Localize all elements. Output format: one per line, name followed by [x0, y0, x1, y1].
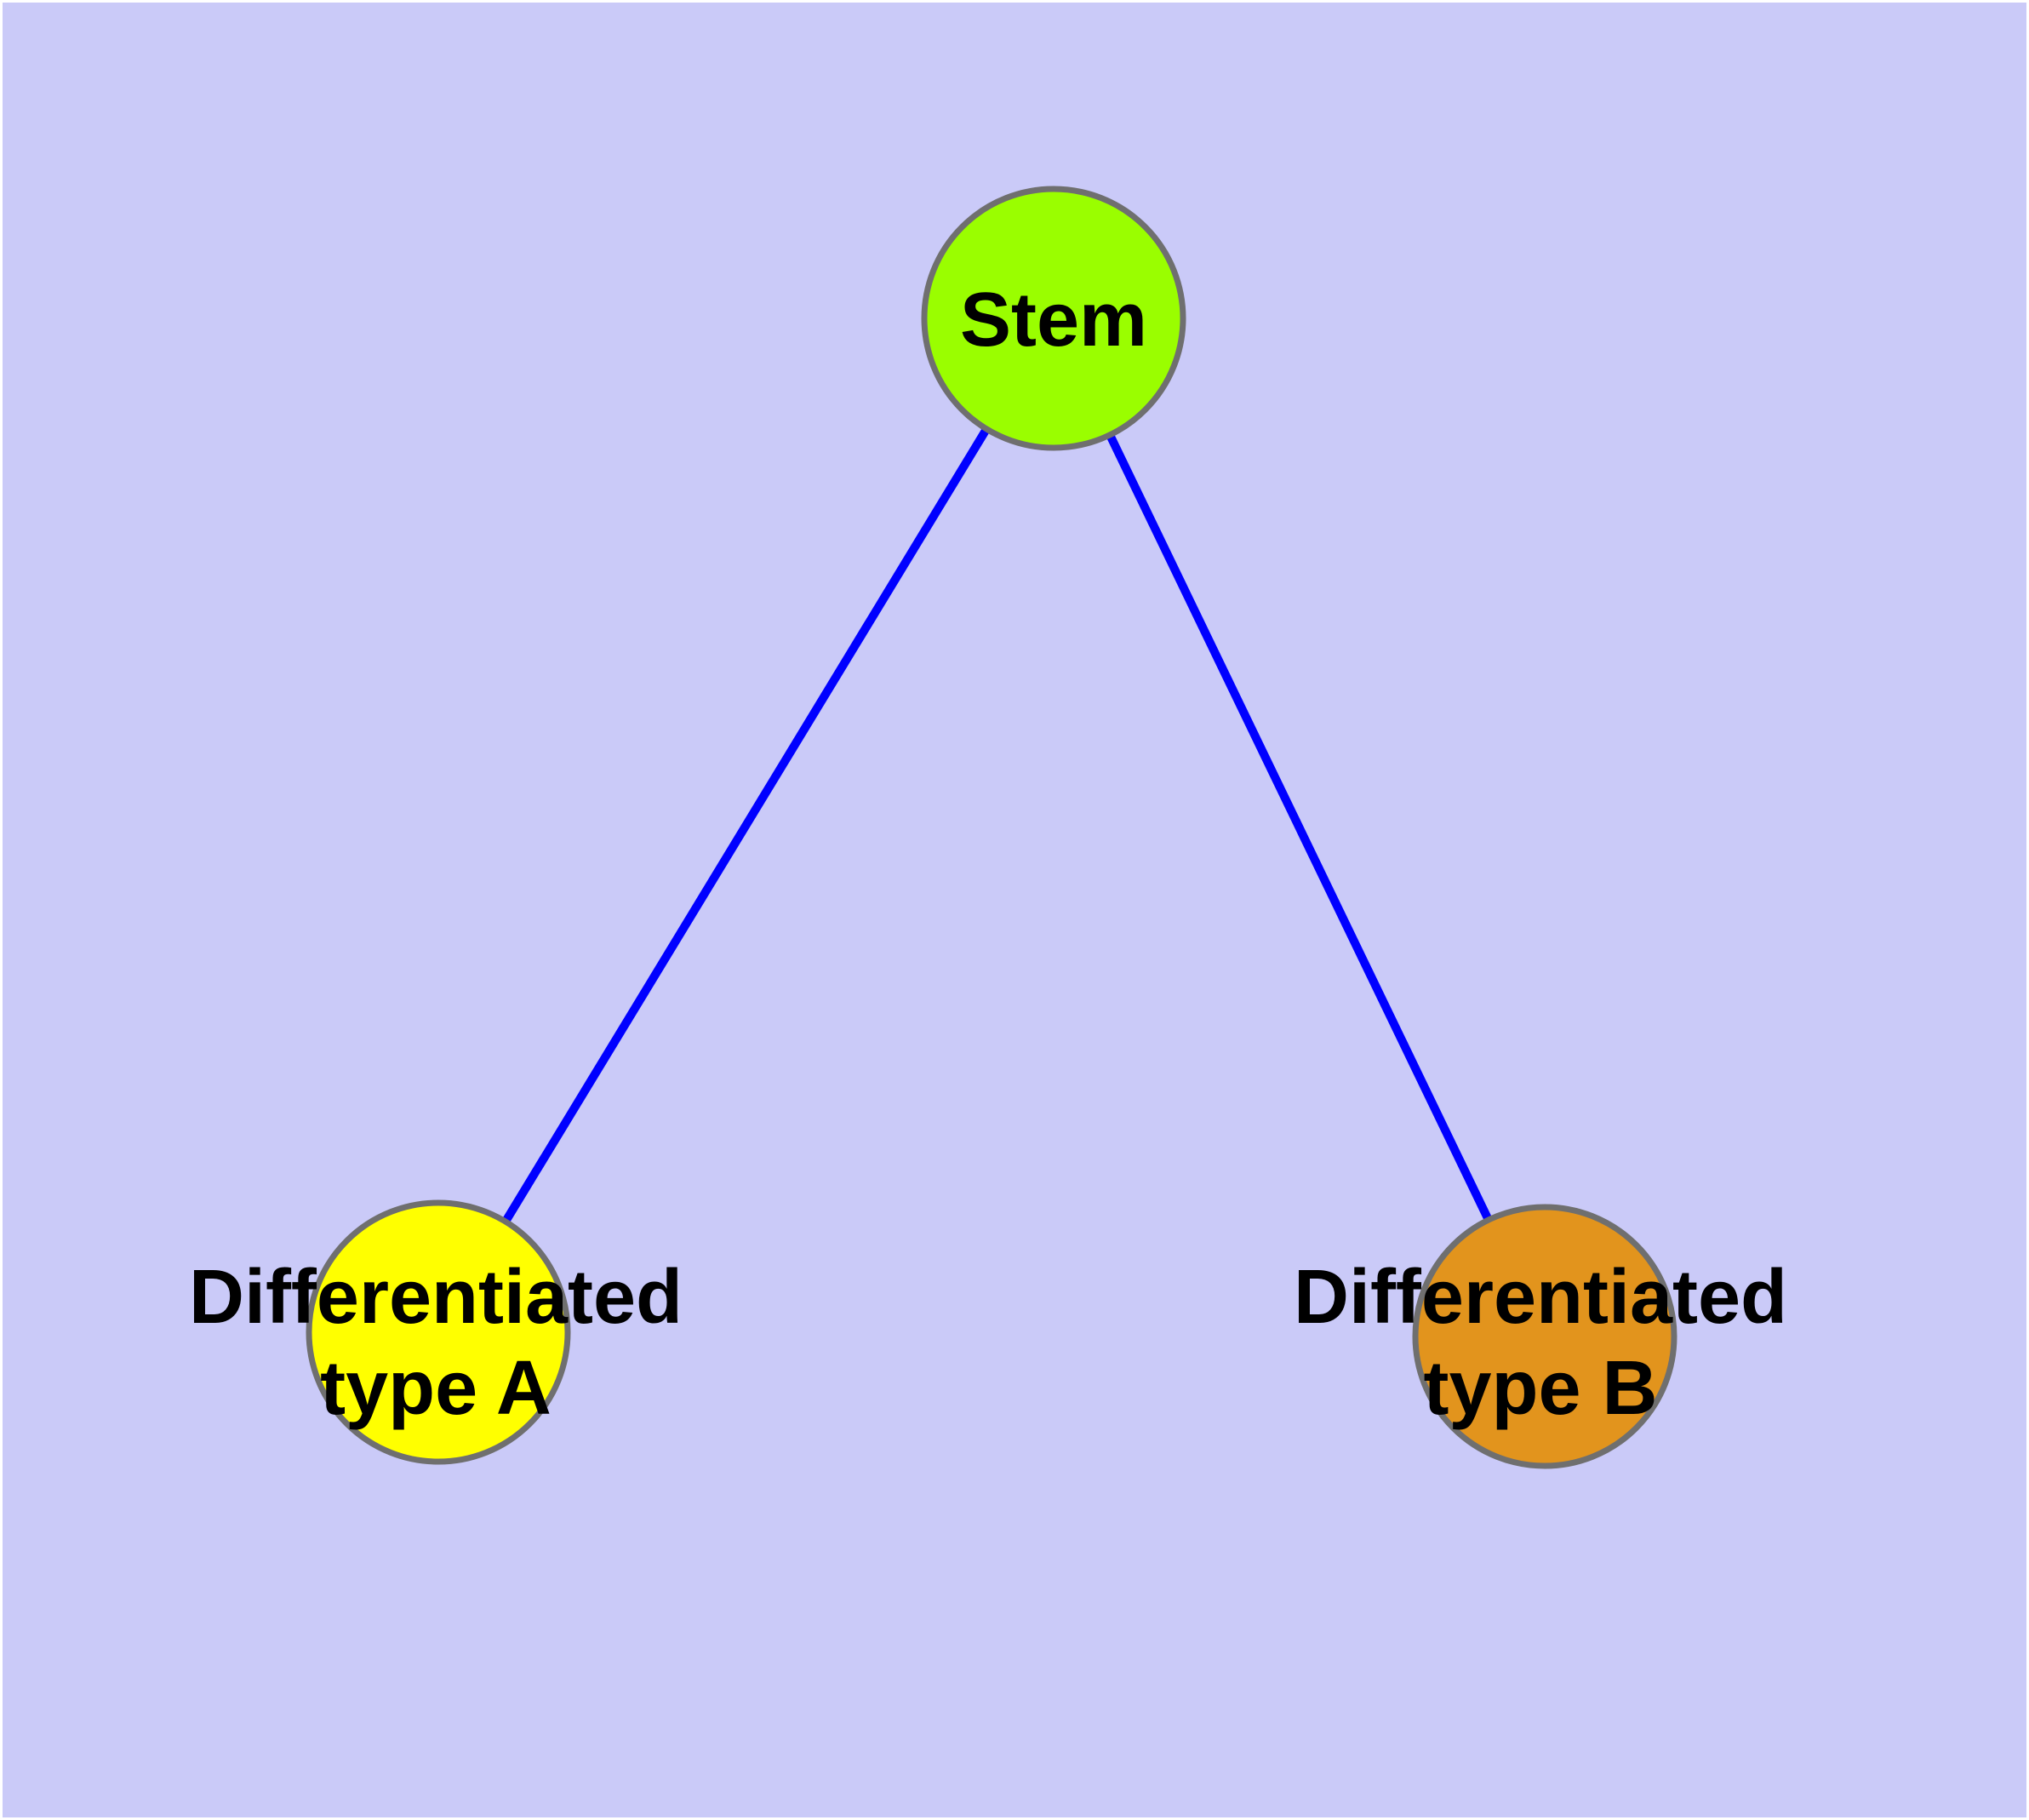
node-label-type-b-line2: type B: [1423, 1346, 1657, 1431]
node-type-b: [1412, 1204, 1677, 1469]
node-label-stem: Stem: [960, 278, 1147, 363]
edge-stem-to-type-a: [434, 316, 1058, 1335]
label-layer: Stem Differentiated type A Differentiate…: [189, 278, 1787, 1431]
node-layer: [306, 186, 1677, 1469]
edge-layer: [434, 316, 1549, 1339]
node-label-type-a-line2: type A: [320, 1346, 552, 1431]
node-label-type-a-line1: Differentiated: [189, 1255, 683, 1340]
node-type-a: [306, 1199, 571, 1465]
node-label-type-b-line1: Differentiated: [1294, 1255, 1787, 1340]
node-stem: [921, 186, 1186, 451]
edge-stem-to-type-b: [1049, 316, 1549, 1339]
